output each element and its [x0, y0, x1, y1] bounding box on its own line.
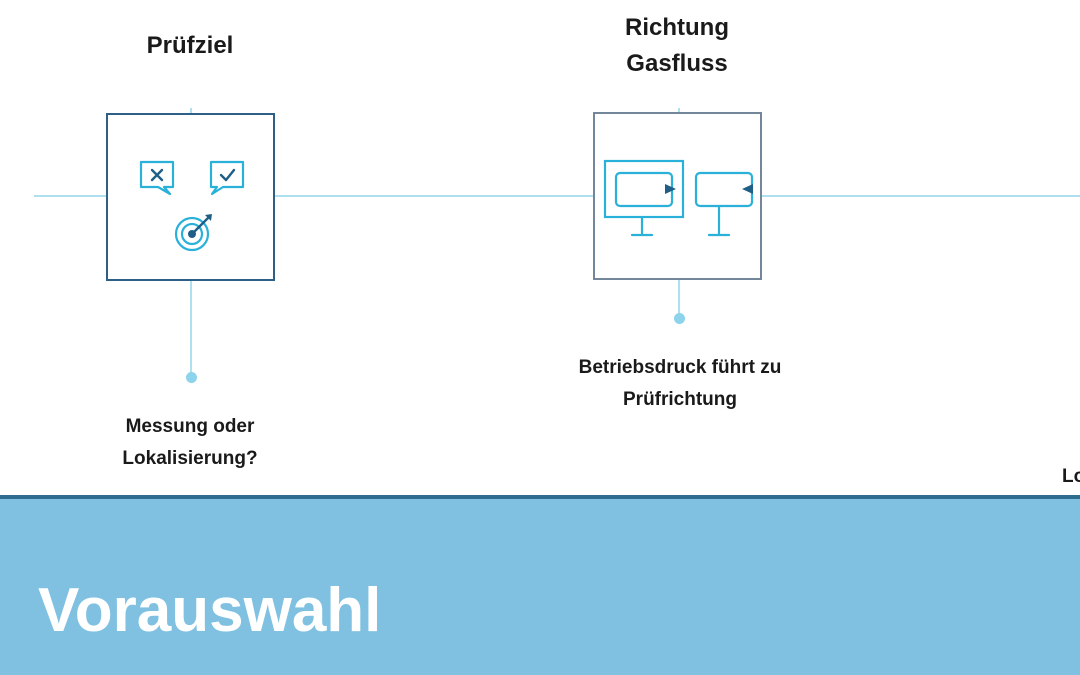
step-note-line: Betriebsdruck führt zu: [578, 357, 782, 378]
connector-top: [678, 108, 680, 114]
step-note-line: Messung oder: [125, 416, 255, 437]
step-note-line: Lokalisierung?: [122, 448, 258, 469]
connector-bottom: [190, 280, 192, 378]
step-title-line: Prüfziel: [146, 32, 234, 59]
step-note-line: Prüfrichtung: [623, 389, 737, 410]
step-title-line: Richtung: [625, 14, 729, 41]
step-title-line: Gasfluss: [626, 50, 728, 77]
step-note: Messung oder Lokalisierung?: [70, 411, 310, 475]
step-title: Richtung Gasfluss: [567, 10, 787, 82]
connector-bottom: [678, 280, 680, 314]
step-card: [593, 112, 762, 280]
connector-dot: [186, 372, 197, 383]
step-title: Prüfziel: [90, 28, 290, 64]
section-banner: Vorauswahl: [0, 495, 1080, 675]
step-card: [106, 113, 275, 281]
step-note-line: Lo: [1062, 466, 1080, 487]
step-note: Lo G: [1062, 397, 1080, 495]
process-diagram: Prüfziel Messung oder Lokalisierung? Ric…: [34, 10, 1080, 495]
banner-title: Vorauswahl: [38, 576, 382, 645]
target-with-check-and-cross-icon: [139, 160, 245, 252]
step-note: Betriebsdruck führt zu Prüfrichtung: [530, 352, 830, 416]
two-monitors-arrow-icon: [603, 159, 754, 237]
connector-dot: [674, 313, 685, 324]
connector-top: [190, 108, 192, 114]
timeline-line: [34, 195, 1080, 197]
